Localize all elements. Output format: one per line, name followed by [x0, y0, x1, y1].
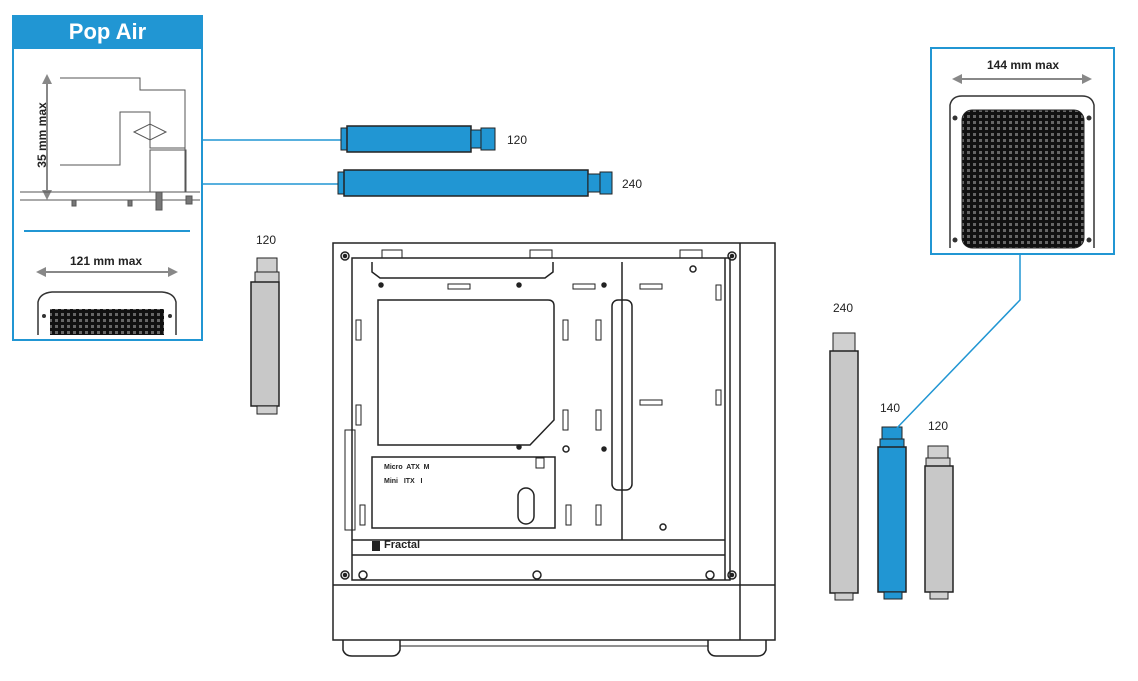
radiator-front-120 — [924, 445, 954, 600]
popair-width-dim-label: 121 mm max — [70, 254, 143, 268]
popair-detail-panel — [12, 15, 203, 341]
radiator-front-140-label: 140 — [880, 401, 901, 415]
fan-detail-width-dim-label: 144 mm max — [987, 58, 1060, 72]
popair-width-arrow — [36, 267, 178, 277]
radiator-front-140 — [877, 426, 907, 600]
radiator-top-120 — [340, 125, 496, 153]
popair-fan-top-drawing — [37, 291, 177, 335]
radiator-front-240 — [829, 332, 859, 601]
radiator-front-120-label: 120 — [928, 419, 949, 433]
leader-line-front-140 — [894, 255, 1021, 431]
mb-label-mini-itx: Mini ITX I — [384, 478, 423, 485]
radiator-top-240-label: 240 — [622, 177, 643, 191]
popair-title: Pop Air — [12, 15, 203, 49]
case-side-view — [332, 242, 776, 657]
radiator-top-120-label: 120 — [507, 133, 528, 147]
radiator-rear-120 — [250, 257, 280, 415]
radiator-front-240-label: 240 — [833, 301, 854, 315]
popair-height-dim-label: 35 mm max — [35, 102, 49, 168]
case-brand-logo: Fractal — [384, 539, 421, 551]
radiator-rear-120-label: 120 — [256, 233, 277, 247]
radiator-top-240 — [337, 169, 613, 197]
popair-cooler-side-drawing — [20, 74, 200, 211]
mb-label-micro-atx: Micro ATX M — [384, 464, 430, 471]
fan-detail-drawing — [949, 95, 1095, 249]
fan-detail-width-arrow — [952, 74, 1092, 84]
